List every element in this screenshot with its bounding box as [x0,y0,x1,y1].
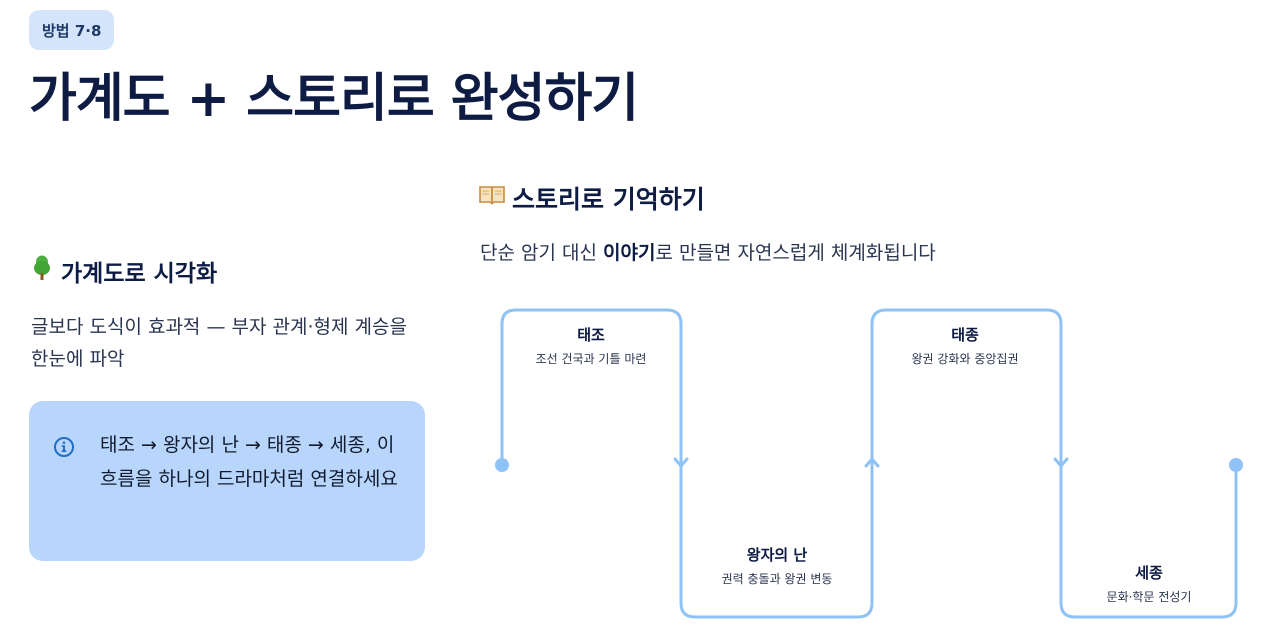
step-desc: 권력 충돌과 왕권 변동 [721,572,833,586]
flow-start-dot [495,458,509,472]
story-description: 단순 암기 대신 이야기로 만들면 자연스럽게 체계화됩니다 [480,242,936,264]
visualize-heading: 가계도로 시각화 [31,254,217,288]
book-icon [478,183,506,213]
flow-arrow-down-2 [1053,457,1069,468]
visualize-description: 글보다 도식이 효과적 — 부자 관계·형제 계승을 한눈에 파악 [31,316,407,370]
story-heading-text: 스토리로 기억하기 [512,185,705,214]
story-heading: 스토리로 기억하기 [478,180,705,216]
flow-arrow-up [864,457,880,468]
method-badge: 방법 7·8 [29,10,115,50]
tip-text: 태조 → 왕자의 난 → 태종 → 세종, 이 흐름을 하나의 드라마처럼 연결… [100,434,398,490]
step-taejo: 태조 조선 건국과 기틀 마련 [531,324,651,367]
step-name: 왕자의 난 [746,546,808,564]
flow-arrow-down-1 [673,457,689,468]
tip-callout: 태조 → 왕자의 난 → 태종 → 세종, 이 흐름을 하나의 드라마처럼 연결… [29,401,425,561]
page-title: 가계도 + 스토리로 완성하기 [29,69,639,129]
step-princes-strife: 왕자의 난 권력 충돌과 왕권 변동 [712,544,842,587]
step-sejong: 세종 문화·학문 전성기 [1084,562,1214,605]
info-icon [53,436,75,462]
step-desc: 문화·학문 전성기 [1106,590,1192,604]
step-name: 태종 [951,326,979,344]
flow-path [500,308,1238,619]
visualize-heading-text: 가계도로 시각화 [61,261,218,287]
step-desc: 조선 건국과 기틀 마련 [535,352,647,366]
step-name: 태조 [577,326,605,344]
flow-end-dot [1229,458,1243,472]
step-name: 세종 [1135,564,1163,582]
step-desc: 왕권 강화와 중앙집권 [911,352,1019,366]
tree-icon [31,255,53,287]
step-taejong: 태종 왕권 강화와 중앙집권 [890,324,1040,367]
